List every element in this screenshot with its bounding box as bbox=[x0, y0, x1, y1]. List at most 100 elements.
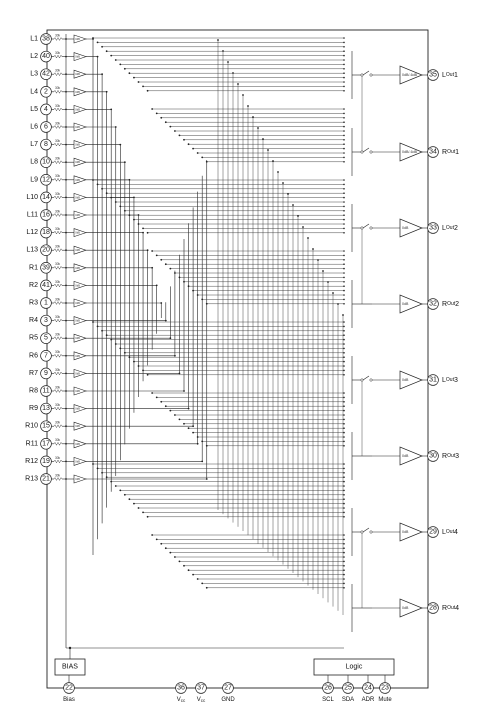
input-resistor bbox=[53, 301, 63, 305]
output-amp bbox=[399, 598, 423, 618]
resistor-value: 30k bbox=[55, 51, 61, 55]
logic-block-label: Logic bbox=[346, 664, 363, 671]
switch-contact bbox=[369, 530, 373, 534]
input-label: R2 bbox=[29, 282, 38, 289]
input-label: L4 bbox=[30, 88, 38, 95]
input-buffer-amp bbox=[73, 386, 87, 396]
input-pin bbox=[40, 402, 52, 415]
output-pin bbox=[427, 146, 439, 158]
input-pin-number: 13 bbox=[42, 405, 50, 412]
switch-contact bbox=[360, 150, 364, 154]
output-label: ROut4 bbox=[442, 605, 459, 612]
switch-contact bbox=[369, 73, 373, 77]
input-resistor bbox=[53, 107, 63, 112]
resistor-value: 30k bbox=[55, 262, 61, 266]
output-amp bbox=[399, 370, 423, 390]
input-pin-number: 3 bbox=[44, 317, 48, 324]
input-buffer-amp bbox=[73, 140, 87, 150]
resistor-value: 30k bbox=[55, 192, 61, 196]
input-label: R10 bbox=[25, 423, 38, 430]
bottom-pin-number: 25 bbox=[344, 685, 352, 692]
input-label: R8 bbox=[29, 388, 38, 395]
input-pin bbox=[40, 473, 52, 485]
input-buffer-amp bbox=[73, 333, 87, 343]
input-buffer-amp bbox=[73, 280, 87, 290]
input-label: R6 bbox=[29, 352, 38, 359]
amp-gain: 0dB bbox=[75, 160, 80, 164]
input-label: L10 bbox=[26, 194, 38, 201]
input-pin bbox=[40, 86, 52, 98]
resistor-value: 30k bbox=[55, 315, 61, 319]
bottom-pin-label: Bias bbox=[63, 697, 75, 703]
input-resistor bbox=[53, 248, 63, 253]
output-label: LOut3 bbox=[442, 377, 458, 384]
input-resistor bbox=[53, 336, 63, 341]
input-buffer-amp bbox=[73, 87, 87, 97]
amp-gain: 0dB bbox=[75, 195, 80, 199]
input-label: R12 bbox=[25, 458, 38, 465]
resistor-value: 30k bbox=[55, 33, 61, 37]
input-label: L13 bbox=[26, 247, 38, 254]
amp-gain: 0dB bbox=[75, 248, 80, 252]
switch-arm bbox=[362, 375, 370, 381]
output-pin-number: 31 bbox=[429, 377, 437, 384]
output-pin-number: 35 bbox=[429, 72, 437, 79]
output-amp-gain: 0dB bbox=[402, 530, 409, 534]
resistor-value: 30k bbox=[55, 174, 61, 178]
input-pin bbox=[40, 438, 52, 450]
bottom-pin-label: Vcc bbox=[197, 697, 206, 703]
output-pin-number: 28 bbox=[429, 605, 437, 612]
bottom-pin bbox=[222, 682, 234, 694]
resistor-value: 30k bbox=[55, 333, 61, 337]
input-pin bbox=[40, 156, 52, 168]
switch-contact bbox=[360, 73, 364, 77]
amp-gain: 0dB bbox=[75, 477, 80, 481]
input-pin-number: 16 bbox=[42, 212, 50, 219]
amp-gain: 0dB bbox=[75, 266, 80, 270]
input-resistor bbox=[53, 406, 63, 411]
input-buffer-amp bbox=[73, 210, 87, 220]
input-resistor bbox=[53, 142, 63, 147]
output-pin-number: 32 bbox=[429, 301, 437, 308]
input-pin bbox=[40, 121, 52, 133]
output-amp-gain: 0dB bbox=[402, 454, 409, 458]
input-pin-number: 8 bbox=[44, 141, 48, 148]
bottom-pin-label: GND bbox=[221, 697, 235, 703]
input-resistor bbox=[53, 213, 63, 217]
input-label: L1 bbox=[30, 36, 38, 43]
input-label: R11 bbox=[26, 440, 38, 447]
input-buffer-amp bbox=[73, 421, 87, 431]
switch-contact bbox=[369, 150, 373, 154]
resistor-value: 30k bbox=[55, 139, 61, 143]
input-label: R1 bbox=[29, 264, 38, 271]
input-label: L3 bbox=[30, 71, 38, 78]
output-amp bbox=[399, 65, 423, 85]
output-pin-number: 29 bbox=[429, 529, 437, 536]
switch-arm bbox=[362, 223, 370, 229]
input-buffer-amp bbox=[73, 351, 87, 361]
input-label: L2 bbox=[30, 53, 38, 60]
bottom-pin bbox=[175, 682, 187, 694]
input-buffer-amp bbox=[73, 404, 87, 414]
input-pin bbox=[40, 174, 52, 186]
input-pin-number: 5 bbox=[44, 335, 48, 342]
resistor-value: 30k bbox=[55, 473, 61, 477]
input-label: R9 bbox=[29, 405, 38, 412]
output-label: ROut3 bbox=[442, 453, 459, 460]
input-pin bbox=[40, 350, 52, 362]
input-pin-number: 19 bbox=[42, 458, 50, 465]
input-buffer-amp bbox=[73, 192, 87, 202]
